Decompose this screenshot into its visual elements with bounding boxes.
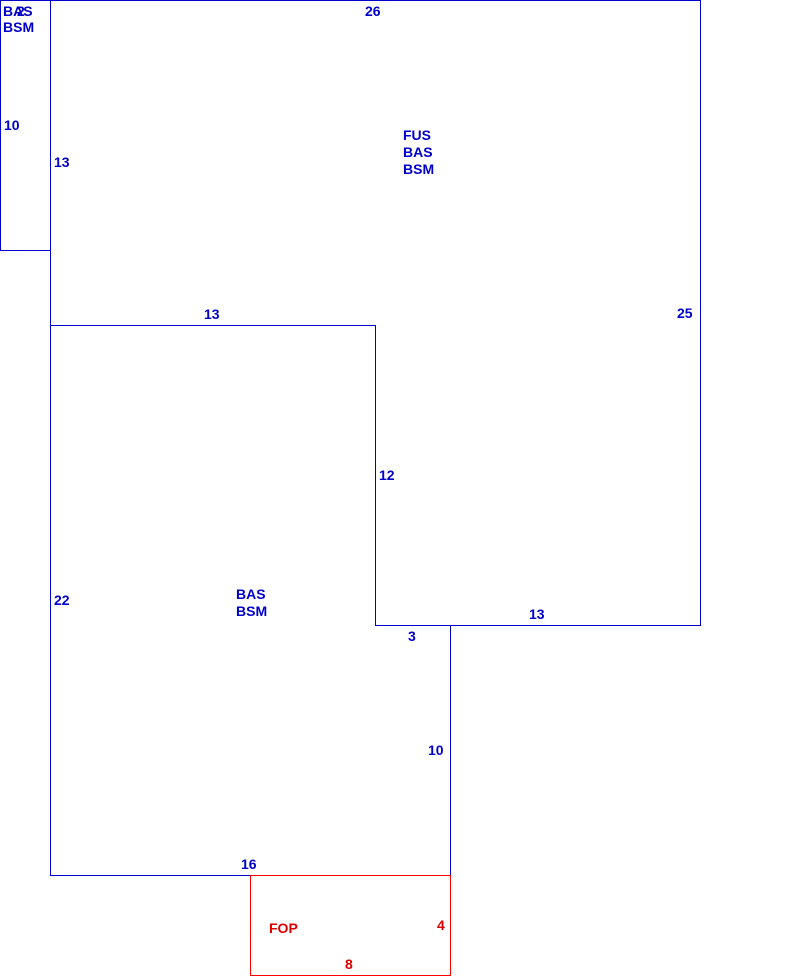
lower-area-code-1: BAS bbox=[236, 586, 266, 602]
porch-bottom-dim: 8 bbox=[345, 956, 353, 972]
lower-area-code-2: BSM bbox=[236, 603, 267, 619]
upper-top-dim: 26 bbox=[365, 3, 381, 19]
interior-division-line bbox=[50, 325, 451, 626]
upper-area-code-1: FUS bbox=[403, 127, 431, 143]
lower-bottom-dim: 16 bbox=[241, 856, 257, 872]
small-bump-code-1: BAS bbox=[3, 3, 33, 19]
upper-area-code-3: BSM bbox=[403, 161, 434, 177]
small-bump-width-dim: 2 bbox=[17, 3, 25, 19]
upper-area-code-2: BAS bbox=[403, 144, 433, 160]
upper-right-dim: 25 bbox=[677, 305, 693, 321]
lower-right-dim: 10 bbox=[428, 742, 444, 758]
small-bump-code-2: BSM bbox=[3, 19, 34, 35]
lower-left-dim: 22 bbox=[54, 592, 70, 608]
upper-bottom-dim: 13 bbox=[529, 606, 545, 622]
porch-code: FOP bbox=[269, 920, 298, 936]
small-bump-height-dim: 10 bbox=[4, 117, 20, 133]
porch-outline bbox=[250, 875, 451, 976]
porch-right-dim: 4 bbox=[437, 917, 445, 933]
upper-left-dim: 13 bbox=[54, 154, 70, 170]
lower-step-dim: 3 bbox=[408, 628, 416, 644]
upper-inner-top-dim: 13 bbox=[204, 306, 220, 322]
upper-inner-side-dim: 12 bbox=[379, 467, 395, 483]
